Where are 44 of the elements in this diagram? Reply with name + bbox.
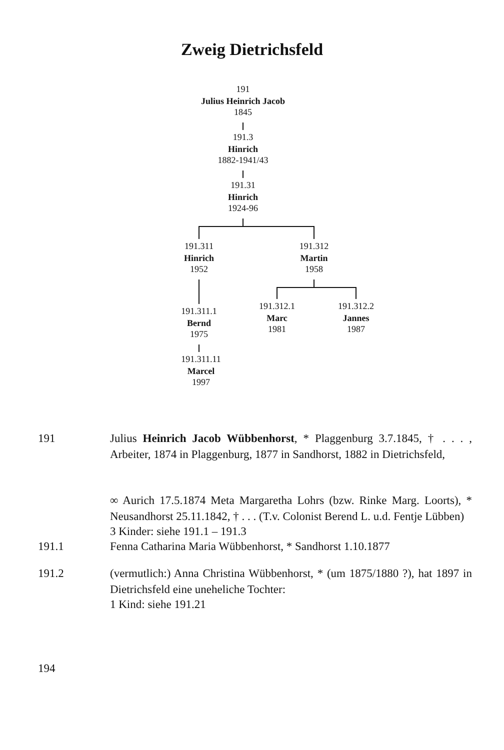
life-dates: 1845 <box>233 107 253 118</box>
entry-number: 191.312.2 <box>337 301 375 312</box>
person-name: Jannes <box>342 312 370 324</box>
entry-number: 191.311.1 <box>180 306 218 318</box>
entry-text: (vermutlich:) Anna Christina Wübbenhorst, * (um 1875/1880 ?), hat 1897 in Dietrichsfeld eine uneheliche Tochter: <box>110 567 472 598</box>
life-dates: 1981 <box>267 324 287 336</box>
entry-number: 191.312.1 <box>258 301 296 312</box>
person-name: Martin <box>299 252 329 264</box>
entry-number: 191.311.11 <box>180 354 222 366</box>
person-name: Marc <box>266 312 288 324</box>
page-number: 194 <box>38 662 56 677</box>
entry-number: 191 <box>38 432 56 447</box>
entry-text: ∞ Aurich 17.5.1874 Meta Margaretha Lohrs (bzw. Rinke Marg. Loorts), * Neusandhorst 25.11.1842, † . . . (T.v. Colonist Berend L. u.d. Fentje Lübben) <box>110 494 472 524</box>
entry-number: 191.2 <box>38 567 64 582</box>
entry-text: Julius Heinrich Jacob Wübbenhorst, * Plaggenburg 3.7.1845, † . . . , Arbeiter, 1874 in Plaggenburg, 1877 in Sandhorst, 1882 in Dietrichsfeld, <box>110 432 472 462</box>
entry-number: 191.311 <box>184 241 214 252</box>
life-dates: 1958 <box>304 264 324 276</box>
life-dates: 1997 <box>191 377 211 388</box>
entry-text: 1 Kind: siehe 191.21 <box>110 598 207 613</box>
connector-line <box>242 122 244 130</box>
entry-text: Fenna Catharina Maria Wübbenhorst, * Sandhorst 1.10.1877 <box>110 540 391 555</box>
connector-line <box>242 170 244 178</box>
entry-number: 191.1 <box>38 540 64 555</box>
entry-number: 191.31 <box>230 180 256 192</box>
person-name: Julius Heinrich Jacob <box>200 96 286 107</box>
person-name: Bernd <box>186 318 212 329</box>
person-name: Marcel <box>186 366 216 377</box>
life-dates: 1975 <box>189 329 209 340</box>
life-dates: 1882-1941/43 <box>216 155 270 166</box>
life-dates: 1924-96 <box>227 203 259 214</box>
person-name: Hinrich <box>226 144 259 155</box>
life-dates: 1952 <box>189 264 209 276</box>
connector-line <box>314 279 356 300</box>
entry-number: 191.3 <box>232 132 254 144</box>
entry-number: 191 <box>235 84 251 96</box>
person-name: Hinrich <box>182 252 215 264</box>
entry-text: 3 Kinder: siehe 191.1 – 191.3 <box>110 525 248 540</box>
entry-number: 191.312 <box>298 241 330 252</box>
connector-line <box>198 344 200 352</box>
connector-line <box>242 218 314 240</box>
person-name: Hinrich <box>226 192 259 203</box>
life-dates: 1987 <box>346 324 366 336</box>
page-title: Zweig Dietrichsfeld <box>180 40 324 60</box>
connector-line <box>198 279 200 304</box>
